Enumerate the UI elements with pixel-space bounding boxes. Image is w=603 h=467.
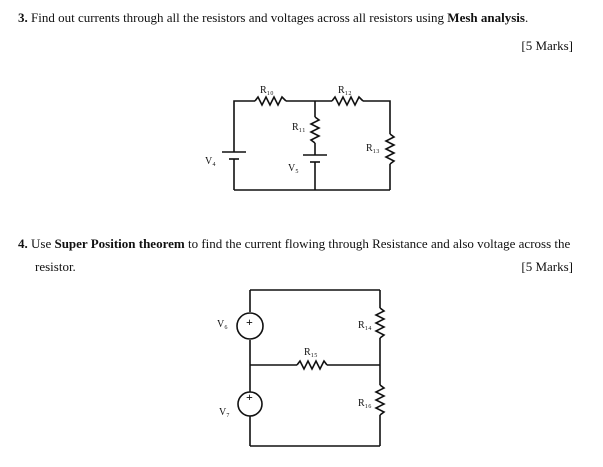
question-3-text-before: Find out currents through all the resist… — [31, 10, 448, 25]
question-4-text-after: to find the current flowing through Resi… — [184, 236, 571, 251]
v7-plus-sign: + — [246, 390, 253, 404]
r14-label: R₁₄ — [358, 320, 372, 331]
v7-source — [237, 391, 263, 417]
question-3-method: Mesh analysis — [447, 10, 525, 25]
v6-plus-sign: + — [246, 315, 253, 329]
r14-resistor — [374, 307, 386, 339]
r16-resistor — [374, 384, 386, 416]
r16-label: R₁₆ — [358, 398, 372, 409]
r12-resistor — [331, 95, 364, 107]
question-3-marks: [5 Marks] — [521, 38, 573, 53]
r11-resistor — [309, 116, 321, 144]
r11-label: R₁₁ — [292, 122, 306, 133]
v7-label: V₇ — [219, 407, 230, 418]
r15-label: R₁₅ — [304, 347, 318, 358]
question-4-line2: resistor. — [35, 259, 76, 274]
question-4-method: Super Position theorem — [54, 236, 185, 251]
v6-source — [236, 312, 264, 340]
r10-resistor — [254, 95, 287, 107]
r10-label: R₁₀ — [260, 85, 274, 96]
question-3-text-after: . — [524, 10, 529, 25]
question-3-number: 3. — [18, 10, 28, 25]
r12-label: R₁₂ — [338, 85, 352, 96]
question-4-marks: [5 Marks] — [521, 259, 573, 274]
r13-resistor — [384, 133, 396, 165]
r13-label: R₁₃ — [366, 143, 380, 154]
v5-label: V₅ — [288, 163, 299, 174]
v6-label: V₆ — [217, 319, 228, 330]
r15-resistor — [296, 359, 328, 371]
question-4-number: 4. — [18, 236, 28, 251]
v4-label: V₄ — [205, 156, 216, 167]
question-4-text-before: Use — [31, 236, 55, 251]
question-3-text: 3. Find out currents through all the res… — [18, 10, 528, 26]
question-4-text: 4. Use Super Position theorem to find th… — [18, 236, 570, 252]
